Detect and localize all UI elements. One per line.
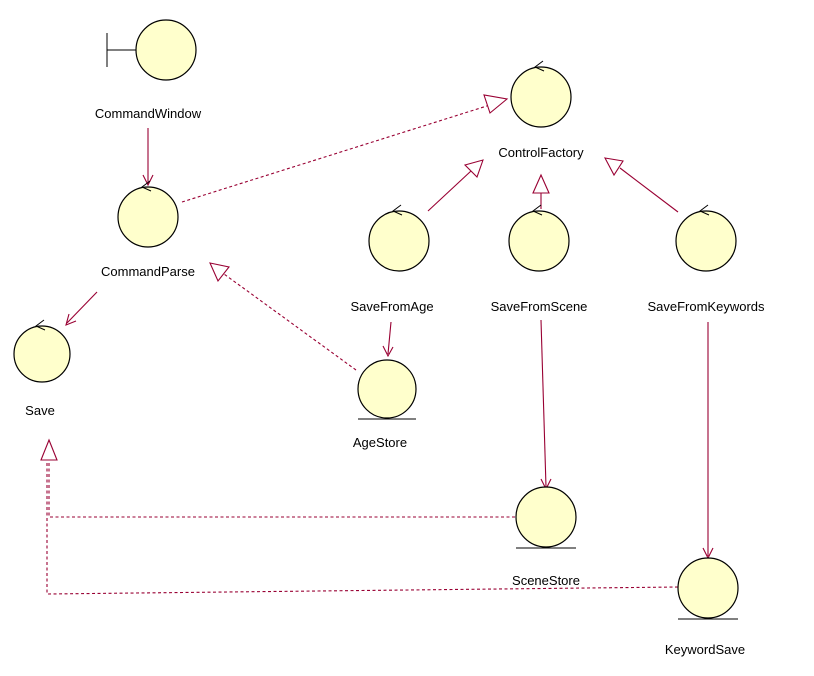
node-label: KeywordSave <box>665 642 745 657</box>
control-icon <box>508 204 570 272</box>
control-icon <box>13 319 71 383</box>
node-savefromkeywords[interactable]: SaveFromKeywords <box>647 204 765 314</box>
node-label: CommandWindow <box>95 106 202 121</box>
node-label: SceneStore <box>512 573 580 588</box>
node-savefromscene[interactable]: SaveFromScene <box>491 204 588 314</box>
edge-commandparse-controlfactory[interactable] <box>181 94 509 203</box>
control-icon <box>510 60 572 128</box>
edge-agestore-commandparse[interactable] <box>209 262 357 371</box>
boundary-icon <box>106 19 197 81</box>
node-label: SaveFromScene <box>491 299 588 314</box>
edge-commandparse-save[interactable] <box>65 291 98 326</box>
entity-icon <box>357 359 417 420</box>
edge-savefromage-controlfactory[interactable] <box>427 159 484 212</box>
node-save[interactable]: Save <box>13 319 71 418</box>
edge-savefromscene-scenestore[interactable] <box>540 319 552 491</box>
edge-scenestore-save[interactable] <box>40 438 515 518</box>
entity-icon <box>515 486 577 549</box>
node-commandparse[interactable]: CommandParse <box>101 180 195 279</box>
node-label: ControlFactory <box>498 145 584 160</box>
node-commandwindow[interactable]: CommandWindow <box>95 19 202 121</box>
edge-savefromkeywords-keywordsave[interactable] <box>702 322 714 560</box>
node-label: Save <box>25 403 55 418</box>
node-controlfactory[interactable]: ControlFactory <box>498 60 584 160</box>
node-label: AgeStore <box>353 435 407 450</box>
edge-commandwindow-commandparse[interactable] <box>142 128 154 187</box>
edge-savefromscene-controlfactory[interactable] <box>532 173 550 209</box>
node-scenestore[interactable]: SceneStore <box>512 486 580 588</box>
edge-keywordsave-save[interactable] <box>46 460 679 595</box>
node-label: CommandParse <box>101 264 195 279</box>
node-keywordsave[interactable]: KeywordSave <box>665 557 745 657</box>
control-icon <box>368 204 430 272</box>
node-label: SaveFromKeywords <box>647 299 765 314</box>
edge-savefromage-agestore[interactable] <box>382 321 394 358</box>
node-savefromage[interactable]: SaveFromAge <box>350 204 434 314</box>
control-icon <box>675 204 737 272</box>
node-label: SaveFromAge <box>350 299 433 314</box>
edge-savefromkeywords-controlfactory[interactable] <box>603 157 679 213</box>
entity-icon <box>677 557 739 620</box>
node-agestore[interactable]: AgeStore <box>353 359 417 450</box>
control-icon <box>117 180 179 248</box>
